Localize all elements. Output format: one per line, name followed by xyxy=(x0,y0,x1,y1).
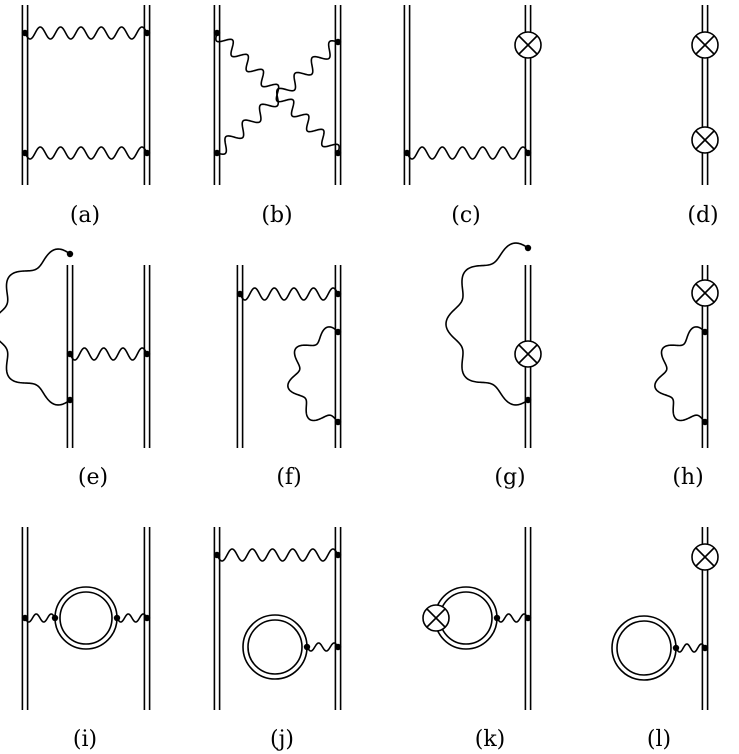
external-field-insertion-icon xyxy=(691,279,719,307)
photon-propagator xyxy=(24,613,56,623)
vertex-dot xyxy=(21,29,29,37)
vertex-dot xyxy=(143,350,151,358)
external-field-insertion-icon xyxy=(422,604,450,632)
label-e: (e) xyxy=(78,465,108,490)
vertex-dot xyxy=(701,418,709,426)
label-b: (b) xyxy=(261,203,292,228)
vertex-dot xyxy=(21,149,29,157)
photon-propagator xyxy=(216,40,339,155)
vertex-dot xyxy=(524,396,532,404)
label-f: (f) xyxy=(276,465,301,490)
vertex-dot xyxy=(66,396,74,404)
vertex-dot xyxy=(403,149,411,157)
vertex-dot xyxy=(701,328,709,336)
vertex-dot xyxy=(143,29,151,37)
vertex-dot xyxy=(701,644,709,652)
label-a: (a) xyxy=(70,203,100,228)
photon-propagator xyxy=(24,146,148,160)
vertex-dot xyxy=(672,644,680,652)
label-i: (i) xyxy=(73,727,97,752)
fermion-loop-inner xyxy=(247,619,303,675)
fermion-loop-inner xyxy=(59,591,113,645)
vertex-dot xyxy=(334,551,342,559)
vertex-dot xyxy=(334,290,342,298)
photon-propagator xyxy=(239,287,339,301)
photon-propagator xyxy=(24,26,148,40)
label-c: (c) xyxy=(451,203,481,228)
vertex-dot xyxy=(113,614,121,622)
external-field-insertion-icon xyxy=(691,126,719,154)
external-field-insertion-icon xyxy=(691,31,719,59)
vertex-dot xyxy=(143,614,151,622)
photon-propagator xyxy=(216,548,339,562)
label-l: (l) xyxy=(647,727,671,752)
vertex-dot xyxy=(334,38,342,46)
label-h: (h) xyxy=(672,465,703,490)
vertex-dot xyxy=(213,551,221,559)
label-k: (k) xyxy=(475,727,506,752)
self-energy-photon-loop xyxy=(287,326,339,423)
photon-propagator xyxy=(496,613,529,623)
vertex-dot xyxy=(51,614,59,622)
vertex-dot xyxy=(143,149,151,157)
vertex-dot xyxy=(213,149,221,157)
vertex-dot xyxy=(334,149,342,157)
fermion-loop-inner xyxy=(616,620,672,676)
external-field-insertion-icon xyxy=(514,340,542,368)
self-energy-photon-loop xyxy=(445,242,529,406)
photon-propagator xyxy=(69,347,148,361)
vertex-dot xyxy=(236,290,244,298)
vertex-dot xyxy=(213,29,221,37)
label-g: (g) xyxy=(494,465,525,490)
photon-propagator xyxy=(675,643,706,653)
label-j: (j) xyxy=(270,727,294,752)
vertex-dot xyxy=(303,643,311,651)
external-field-insertion-icon xyxy=(514,31,542,59)
fermion-loop-outer xyxy=(611,615,677,681)
photon-propagator xyxy=(306,642,339,652)
vertex-dot xyxy=(524,614,532,622)
vertex-dot xyxy=(493,614,501,622)
label-d: (d) xyxy=(687,203,718,228)
photon-propagator xyxy=(406,146,529,160)
photon-propagator xyxy=(116,613,148,623)
vertex-dot xyxy=(524,149,532,157)
vertex-dot xyxy=(334,418,342,426)
vertex-dot xyxy=(66,250,74,258)
vertex-dot xyxy=(66,350,74,358)
self-energy-photon-loop xyxy=(654,326,706,423)
self-energy-photon-loop xyxy=(0,248,71,406)
fermion-loop-outer xyxy=(242,614,308,680)
vertex-dot xyxy=(334,643,342,651)
vertex-dot xyxy=(334,328,342,336)
vertex-dot xyxy=(524,244,532,252)
fermion-loop-outer xyxy=(54,586,118,650)
external-field-insertion-icon xyxy=(691,543,719,571)
vertex-dot xyxy=(21,614,29,622)
